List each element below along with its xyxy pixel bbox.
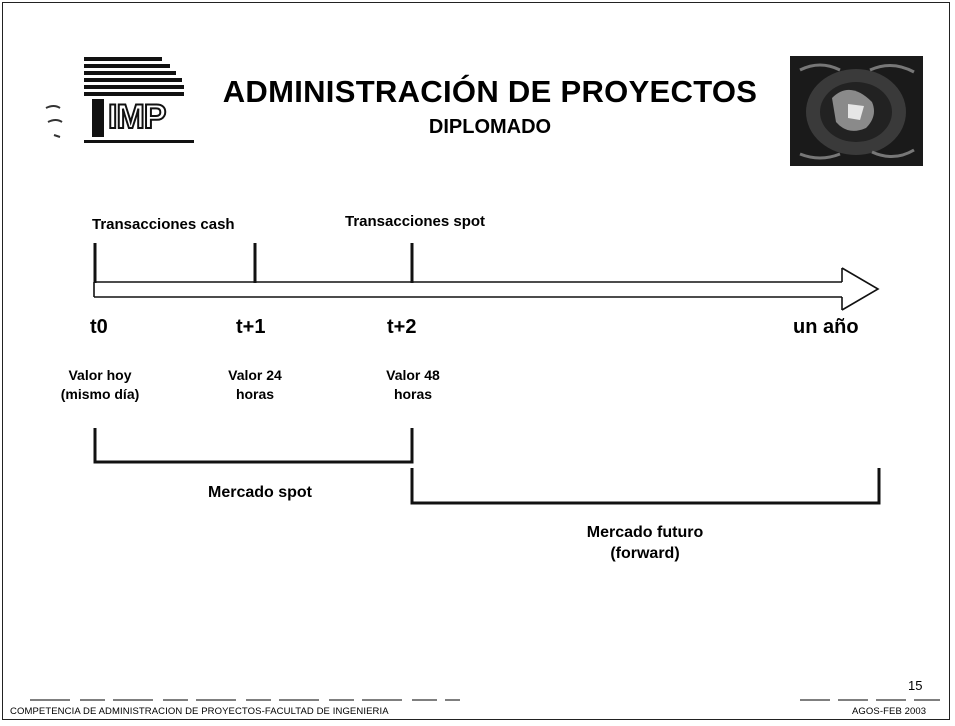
page-subtitle: DIPLOMADO bbox=[428, 116, 552, 138]
value-24h-line1: Valor 24 bbox=[228, 367, 282, 383]
mercado-futuro-line2: (forward) bbox=[610, 545, 680, 562]
imp-logo-icon bbox=[45, 57, 194, 143]
spot-bracket bbox=[93, 428, 414, 464]
value-24h-line2: horas bbox=[235, 386, 275, 402]
future-bracket bbox=[410, 468, 881, 505]
value-48h-line1: Valor 48 bbox=[386, 367, 440, 383]
value-today: Valor hoy (mismo día) bbox=[40, 366, 160, 404]
page-number: 15 bbox=[908, 678, 923, 693]
footer-right-text: AGOS-FEB 2003 bbox=[852, 706, 927, 717]
tick-label-t2: t+2 bbox=[387, 316, 417, 338]
value-48h: Valor 48 horas bbox=[358, 366, 468, 404]
value-48h-line2: horas bbox=[393, 386, 433, 402]
label-transacciones-spot: Transacciones spot bbox=[345, 213, 486, 230]
value-24h: Valor 24 horas bbox=[200, 366, 310, 404]
footer-left-text: COMPETENCIA DE ADMINISTRACION DE PROYECT… bbox=[10, 706, 389, 717]
value-today-line2: (mismo día) bbox=[60, 386, 140, 402]
mercado-spot-label: Mercado spot bbox=[207, 484, 312, 501]
imp-logo-text: IMP bbox=[107, 97, 167, 137]
mercado-futuro-label: Mercado futuro (forward) bbox=[535, 522, 755, 564]
tick-label-t1: t+1 bbox=[236, 316, 266, 338]
value-today-line1: Valor hoy bbox=[68, 367, 132, 383]
tick-label-t0: t0 bbox=[90, 316, 108, 338]
tick-label-un-ano: un año bbox=[793, 316, 859, 338]
university-seal-icon bbox=[790, 56, 923, 166]
page-title: ADMINISTRACIÓN DE PROYECTOS bbox=[222, 74, 758, 109]
timeline-arrow bbox=[93, 267, 880, 311]
label-transacciones-cash: Transacciones cash bbox=[92, 216, 235, 233]
mercado-futuro-line1: Mercado futuro bbox=[586, 524, 704, 541]
